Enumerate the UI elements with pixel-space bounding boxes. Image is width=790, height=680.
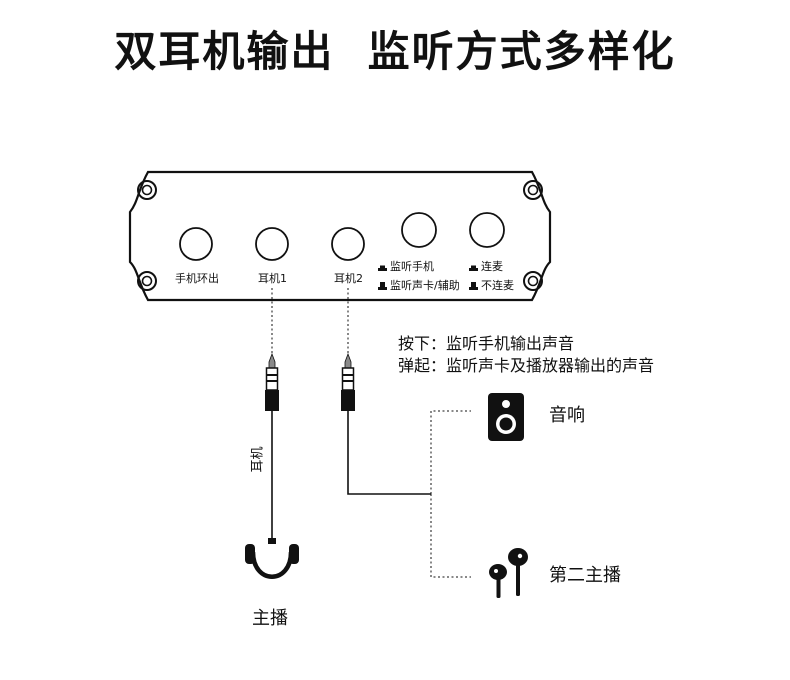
- cable-headphone-2: [347, 411, 431, 495]
- switch-monitor-released-label: 监听声卡/辅助: [378, 277, 460, 293]
- switch-link-pressed-text: 连麦: [481, 260, 503, 273]
- port-phone-loop-out: [179, 227, 213, 261]
- switch-monitor-released-text: 监听声卡/辅助: [390, 279, 460, 292]
- note-press: 按下：监听手机输出声音: [398, 334, 575, 353]
- switch-link-mic: [469, 212, 505, 248]
- headphones-icon: [245, 538, 299, 579]
- screw-bottom-left: [137, 271, 157, 291]
- audio-jack-icon: [265, 352, 279, 411]
- switch-released-icon: [378, 282, 387, 290]
- port-label-headphone-2: 耳机2: [334, 272, 363, 285]
- port-headphone-1: [255, 227, 289, 261]
- port-label-phone-loop-out: 手机环出: [175, 272, 219, 285]
- switch-monitor-pressed-label: 监听手机: [378, 258, 434, 274]
- page-title: 双耳机输出 监听方式多样化: [114, 27, 676, 76]
- port-headphone-2: [331, 227, 365, 261]
- branch-to-earphones: [430, 494, 471, 578]
- device-label-second-host: 第二主播: [549, 565, 621, 586]
- device-label-speaker: 音响: [549, 405, 585, 426]
- screw-bottom-right: [523, 271, 543, 291]
- screw-top-left: [137, 180, 157, 200]
- port-label-headphone-1: 耳机1: [258, 272, 287, 285]
- cable-label-headphone: 耳机: [250, 446, 266, 473]
- audio-jack-icon: [341, 352, 355, 411]
- screw-top-right: [523, 180, 543, 200]
- switch-pressed-icon: [378, 265, 387, 271]
- switch-link-released-text: 不连麦: [481, 279, 514, 292]
- switch-released-icon: [469, 282, 478, 290]
- speaker-icon: [488, 393, 524, 441]
- switch-link-released-label: 不连麦: [469, 277, 514, 293]
- branch-to-speaker: [430, 410, 471, 494]
- earphones-icon: [489, 548, 528, 598]
- note-release: 弹起：监听声卡及播放器输出的声音: [398, 356, 655, 375]
- device-label-host: 主播: [252, 608, 288, 629]
- switch-pressed-icon: [469, 265, 478, 271]
- switch-link-pressed-label: 连麦: [469, 258, 503, 274]
- switch-monitor: [401, 212, 437, 248]
- switch-monitor-pressed-text: 监听手机: [390, 260, 434, 273]
- device-panel: [128, 170, 552, 302]
